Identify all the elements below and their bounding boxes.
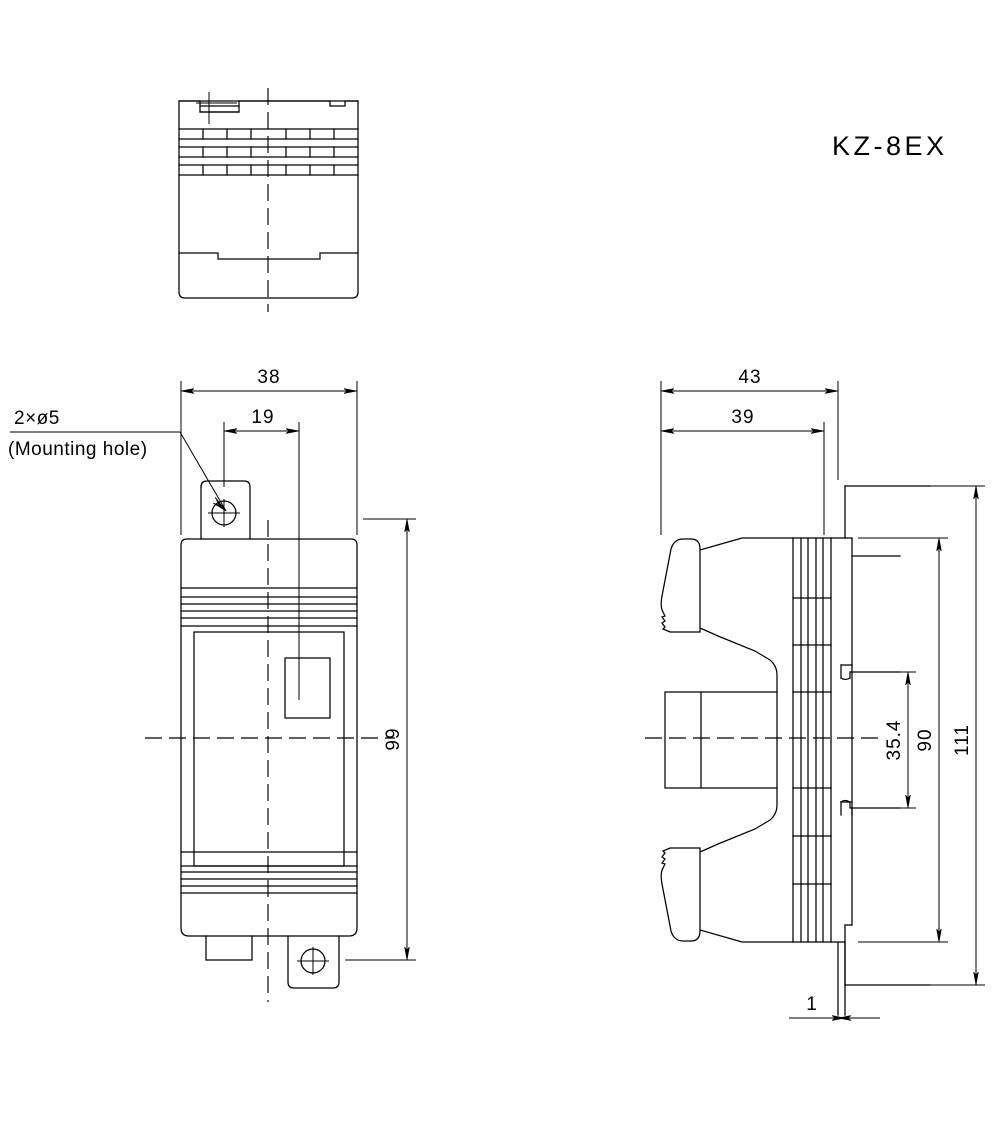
- front-view-bottom-left-tab: [205, 935, 253, 961]
- top-view-body-outline: [178, 100, 359, 299]
- side-view-dimensions: 43 39 35.4 90 111 1: [660, 367, 985, 1018]
- side-view-clip-top-ledge: [849, 671, 901, 679]
- drawing-title: KZ-8EX: [832, 131, 948, 161]
- side-view-lower-terminal-cover: [660, 847, 701, 942]
- top-view-tab-detail: [199, 105, 240, 113]
- side-view-lower-bottom-slope: [699, 929, 846, 943]
- side-view-upper-slope: [699, 537, 846, 551]
- dim-label-front-width: 38: [257, 367, 280, 388]
- note-leader-line: [179, 431, 227, 512]
- front-view-upper-fin-band: [180, 587, 358, 627]
- dim-label-mount-height: 90: [915, 728, 936, 751]
- front-view-bottom-mounting-tab: [287, 935, 340, 989]
- dim-label-front-hole-offset: 19: [251, 407, 274, 428]
- top-view-bottom-recess: [178, 252, 359, 260]
- dim-label-side-depth: 43: [738, 367, 761, 388]
- side-view-clip-bot-curve: [840, 799, 851, 803]
- dim-label-terminal-height: 35.4: [884, 720, 905, 761]
- side-view-clip-top-curve: [840, 677, 851, 681]
- front-view-lower-fin-band: [180, 851, 358, 894]
- side-view-center-block: [664, 691, 778, 789]
- side-view-upper-terminal-cover: [660, 538, 701, 633]
- side-view-clip-bot-ledge: [849, 801, 901, 809]
- side-view-lower-slope: [699, 787, 778, 853]
- mounting-hole-annotation: 2×ø5 (Mounting hole): [8, 408, 227, 512]
- note-leader-arrow: [212, 496, 227, 512]
- side-view-upper-lower-slope: [699, 627, 778, 693]
- front-view: [145, 480, 395, 1002]
- mounting-hole-note-label: (Mounting hole): [8, 439, 148, 460]
- front-view-body-outline: [180, 538, 358, 937]
- dim-label-rail-gap: 1: [806, 994, 818, 1015]
- front-view-inner-panel: [193, 631, 345, 867]
- mounting-hole-spec-label: 2×ø5: [14, 408, 60, 429]
- front-view-dimensions: 38 19 99: [180, 367, 416, 961]
- dim-label-front-height: 99: [383, 727, 404, 750]
- dim-label-side-overall-height: 111: [952, 724, 973, 756]
- front-view-top-mounting-tab: [200, 480, 251, 540]
- front-view-label-window: [284, 657, 331, 719]
- dim-label-side-body-depth: 39: [731, 407, 754, 428]
- side-view-fin-slots: [792, 537, 832, 943]
- top-view: [178, 88, 359, 312]
